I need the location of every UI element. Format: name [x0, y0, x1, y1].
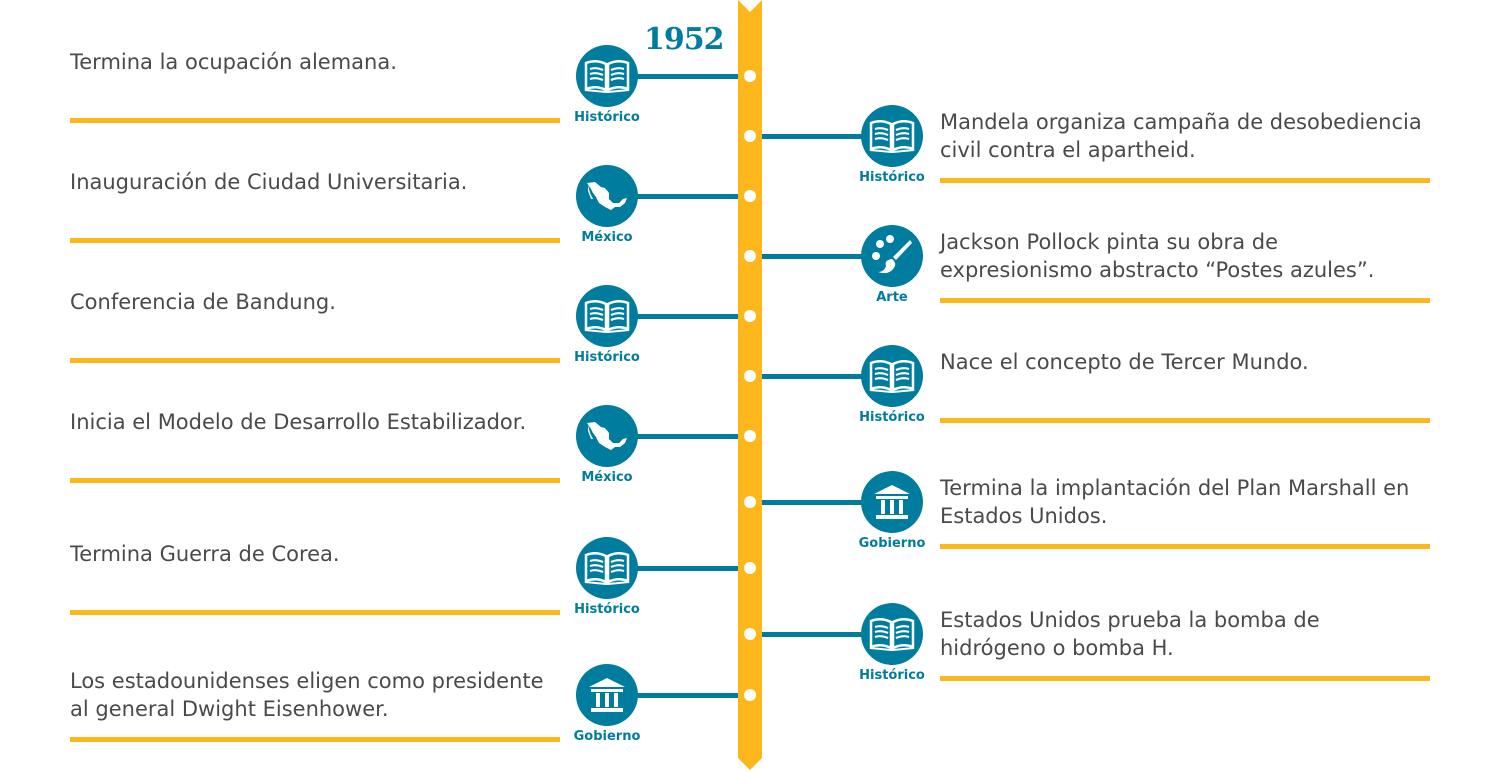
timeline-dot: [744, 689, 756, 701]
event-underline: [940, 676, 1430, 681]
connector-line: [607, 693, 738, 698]
connector-line: [607, 194, 738, 199]
connector-line: [762, 500, 892, 505]
event-underline: [940, 418, 1430, 423]
mexico-map-icon: [576, 165, 638, 227]
timeline-dot: [744, 370, 756, 382]
book-icon: [861, 345, 923, 407]
category-label: Gobierno: [858, 536, 926, 551]
connector-line: [762, 134, 892, 139]
category-label: Histórico: [574, 350, 640, 365]
connector-line: [762, 374, 892, 379]
book-icon: [861, 105, 923, 167]
timeline-dot: [744, 562, 756, 574]
category-label: Histórico: [859, 410, 925, 425]
timeline-dot: [744, 430, 756, 442]
timeline-dot: [744, 130, 756, 142]
category-label: Histórico: [574, 602, 640, 617]
event-underline: [70, 478, 560, 483]
connector-line: [607, 434, 738, 439]
connector-line: [607, 74, 738, 79]
event-underline: [70, 118, 560, 123]
event-underline: [940, 178, 1430, 183]
year-label: 1952: [644, 22, 724, 57]
category-label: Histórico: [859, 170, 925, 185]
category-label: Gobierno: [573, 729, 641, 744]
event-underline: [940, 544, 1430, 549]
government-building-icon: [576, 664, 638, 726]
timeline-dot: [744, 628, 756, 640]
event-text: Termina la implantación del Plan Marshal…: [940, 476, 1410, 528]
category-label: México: [581, 230, 633, 245]
book-icon: [861, 603, 923, 665]
timeline-dot: [744, 310, 756, 322]
category-label: Arte: [876, 290, 908, 305]
event-text: Termina la ocupación alemana.: [70, 50, 397, 74]
timeline-dot: [744, 496, 756, 508]
event-text: Inauguración de Ciudad Universitaria.: [70, 170, 468, 194]
timeline-dot: [744, 250, 756, 262]
book-icon: [576, 537, 638, 599]
palette-icon: [861, 225, 923, 287]
event-text: Inicia el Modelo de Desarrollo Estabiliz…: [70, 410, 527, 434]
connector-line: [762, 254, 892, 259]
category-label: Histórico: [574, 110, 640, 125]
timeline-dot: [744, 190, 756, 202]
event-text: Jackson Pollock pinta su obra de expresi…: [940, 230, 1375, 282]
connector-line: [762, 632, 892, 637]
event-text: Estados Unidos prueba la bomba de hidróg…: [940, 608, 1320, 660]
connector-line: [607, 566, 738, 571]
category-label: Histórico: [859, 668, 925, 683]
event-underline: [70, 737, 560, 742]
connector-line: [607, 314, 738, 319]
event-underline: [70, 610, 560, 615]
timeline-bar: [738, 0, 762, 770]
event-underline: [70, 358, 560, 363]
event-text: Conferencia de Bandung.: [70, 290, 336, 314]
timeline-dot: [744, 70, 756, 82]
event-text: Mandela organiza campaña de desobedienci…: [940, 110, 1422, 162]
government-building-icon: [861, 471, 923, 533]
mexico-map-icon: [576, 405, 638, 467]
event-text: Termina Guerra de Corea.: [70, 542, 340, 566]
event-underline: [70, 238, 560, 243]
event-underline: [940, 298, 1430, 303]
category-label: México: [581, 470, 633, 485]
book-icon: [576, 285, 638, 347]
event-text: Nace el concepto de Tercer Mundo.: [940, 350, 1309, 374]
book-icon: [576, 45, 638, 107]
event-text: Los estadounidenses eligen como presiden…: [70, 669, 544, 721]
